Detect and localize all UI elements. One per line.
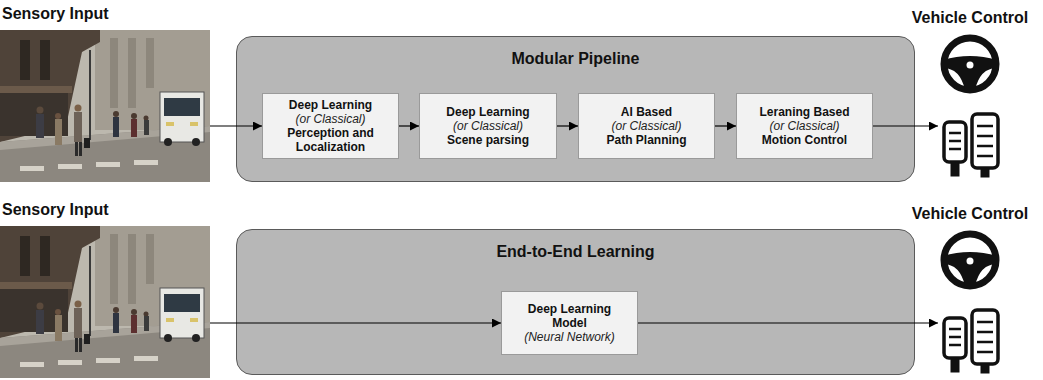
box-label: Path Planning [586, 133, 707, 147]
panel-title: End-to-End Learning [237, 242, 914, 261]
box-label: Motion Control [744, 133, 865, 147]
box-subtitle: (Neural Network) [509, 330, 630, 344]
photo-crosswalk [96, 162, 120, 167]
photo-crosswalk [134, 160, 158, 165]
pipeline-panel: Modular PipelineDeep Learning(or Classic… [236, 36, 915, 182]
section-heading: Vehicle Control [912, 8, 1028, 27]
photo-awning [0, 86, 72, 93]
box-content: AI Based(or Classical)Path Planning [586, 105, 707, 147]
flow-arrow [399, 125, 419, 126]
sensor-image: Sensory Input [0, 30, 210, 182]
box-label: Deep Learning [427, 105, 549, 119]
box-label: Leraning Based [744, 105, 865, 119]
box-label: Scene parsing [427, 133, 549, 147]
photo-window [40, 40, 50, 80]
model-box: Deep Learning Model(Neural Network) [501, 291, 638, 355]
photo-window [146, 38, 154, 88]
photo-sky [0, 30, 210, 182]
box-subtitle: (or Classical) [586, 119, 707, 133]
process-box: Deep Learning(or Classical)Perception an… [262, 93, 399, 159]
box-content: Deep Learning(or Classical)Perception an… [270, 98, 391, 154]
photo-pedestrians [36, 105, 149, 157]
sensor-image: Sensory Input [0, 226, 210, 378]
section-heading: Sensory Input [2, 4, 109, 23]
box-label: Perception and Localization [270, 126, 391, 154]
photo-crosswalk [20, 166, 44, 171]
flow-arrow [210, 125, 262, 126]
flow-arrow [210, 322, 501, 323]
photo-window [110, 38, 118, 108]
street-photo [0, 226, 210, 378]
box-label: Deep Learning [270, 98, 391, 112]
panel-title: Modular Pipeline [237, 49, 914, 68]
photo-crosswalk [58, 164, 82, 169]
flow-arrow [873, 125, 938, 126]
box-label: AI Based [586, 105, 707, 119]
box-content: Deep Learning Model(Neural Network) [509, 302, 630, 344]
box-subtitle: (or Classical) [744, 119, 865, 133]
flow-arrow [715, 125, 736, 126]
photo-building [95, 30, 210, 130]
pedals-icon [944, 114, 998, 177]
flow-arrow [638, 322, 938, 323]
photo-window [128, 38, 136, 108]
flow-arrow [557, 125, 578, 126]
process-box: Deep Learning(or Classical)Scene parsing [419, 93, 557, 159]
section-heading: Vehicle Control [912, 204, 1028, 223]
box-subtitle: (or Classical) [270, 112, 391, 126]
box-subtitle: (or Classical) [427, 119, 549, 133]
steering-wheel-icon [943, 38, 997, 90]
pipeline-panel: End-to-End LearningDeep Learning Model(N… [236, 229, 915, 375]
street-photo [0, 30, 210, 182]
control-icon: Vehicle Control [938, 34, 1002, 180]
box-content: Deep Learning(or Classical)Scene parsing [427, 105, 549, 147]
section-heading: Sensory Input [2, 200, 109, 219]
photo-window [20, 40, 30, 80]
process-box: AI Based(or Classical)Path Planning [578, 93, 715, 159]
box-label: Deep Learning Model [509, 302, 630, 330]
process-box: Leraning Based(or Classical)Motion Contr… [736, 93, 873, 159]
photo-pole [89, 50, 91, 140]
photo-bus [160, 92, 204, 146]
box-content: Leraning Based(or Classical)Motion Contr… [744, 105, 865, 147]
control-icon: Vehicle Control [938, 230, 1002, 376]
vehicle-control-icon [943, 38, 998, 177]
vehicle-control-icon [943, 234, 998, 373]
photo-building [0, 30, 100, 142]
